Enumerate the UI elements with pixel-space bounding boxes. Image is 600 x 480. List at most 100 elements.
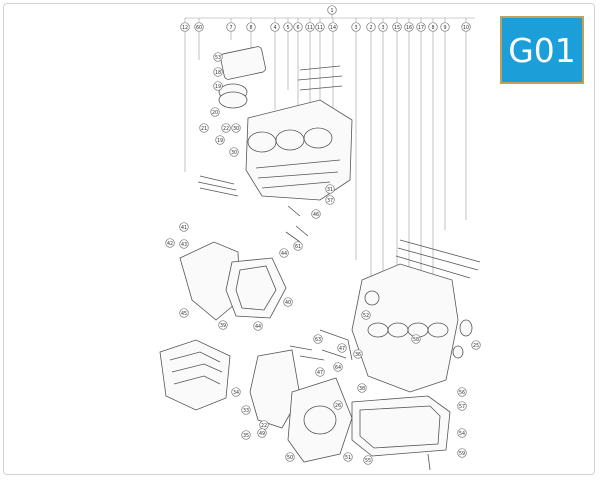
header-callout-16-ring: [428, 22, 438, 32]
part-callout-32-ring: [343, 452, 353, 462]
header-callout-6: 6: [293, 22, 303, 32]
part-callout-35-label: 57: [459, 404, 465, 410]
part-callout-14-ring: [179, 239, 189, 249]
header-callout-3-ring: [246, 22, 256, 32]
part-callout-31-ring: [285, 452, 295, 462]
part-callout-38-ring: [333, 362, 343, 372]
part-callout-19-ring: [293, 241, 303, 251]
header-callout-2-label: 7: [229, 25, 232, 31]
engine-subassembly: [159, 339, 231, 411]
part-callout-30-label: 49: [259, 431, 265, 437]
part-callout-25-label: 47: [317, 370, 323, 376]
part-callout-4-label: 21: [201, 126, 207, 132]
header-callout-9-ring: [328, 22, 338, 32]
part-callout-7-label: 30: [231, 150, 237, 156]
header-callout-9: 14: [328, 22, 338, 32]
part-callout-11: 46: [311, 209, 321, 219]
part-callout-13-ring: [165, 238, 175, 248]
part-callout-42-label: 38: [359, 386, 365, 392]
cylinder-block-assembly: [197, 46, 353, 201]
part-callout-12: 41: [179, 222, 189, 232]
header-callout-4-ring: [270, 22, 280, 32]
header-callout-8-label: 11: [317, 25, 323, 31]
header-callout-2: 7: [226, 22, 236, 32]
part-callout-0-ring: [213, 52, 223, 62]
header-callout-4: 4: [270, 22, 280, 32]
part-callout-5-ring: [221, 123, 231, 133]
header-callout-18-label: 10: [463, 25, 469, 31]
header-callout-4-label: 4: [273, 25, 276, 31]
header-callout-12-ring: [378, 22, 388, 32]
part-callout-35: 57: [457, 401, 467, 411]
part-callout-9-ring: [325, 184, 335, 194]
part-callout-29: 35: [241, 430, 251, 440]
header-callout-2-ring: [226, 22, 236, 32]
part-callout-39: 36: [353, 349, 363, 359]
part-callout-10: 37: [325, 195, 335, 205]
header-callout-12-label: 3: [381, 25, 384, 31]
header-callout-17: 9: [440, 22, 450, 32]
header-callout-16: 8: [428, 22, 438, 32]
part-callout-2-label: 19: [215, 84, 221, 90]
header-callout-13-label: 15: [394, 25, 400, 31]
header-callout-8-ring: [315, 22, 325, 32]
part-callout-1-label: 18: [215, 70, 221, 76]
part-callout-12-ring: [179, 222, 189, 232]
part-callout-7-ring: [229, 147, 239, 157]
part-callout-20-label: 63: [315, 337, 321, 343]
header-callout-15-ring: [416, 22, 426, 32]
header-callout-0-ring: [180, 22, 190, 32]
header-callout-1-label: 60: [196, 25, 202, 31]
part-callout-1: 18: [213, 67, 223, 77]
header-callout-14: 16: [404, 22, 414, 32]
callout-top-ring: 1: [327, 5, 337, 15]
header-callout-7-label: 11: [307, 25, 313, 31]
part-callout-26-label: 26: [335, 403, 341, 409]
header-callout-1: 60: [194, 22, 204, 32]
section-badge: G01: [500, 16, 584, 84]
header-callout-17-ring: [440, 22, 450, 32]
part-callout-8-label: 30: [233, 126, 239, 132]
part-callout-38-label: 64: [335, 365, 341, 371]
part-callout-17-ring: [218, 320, 228, 330]
header-callout-13: 15: [392, 22, 402, 32]
part-callout-11-label: 46: [313, 212, 319, 218]
part-callout-31: 50: [285, 452, 295, 462]
part-callout-13-label: 42: [167, 241, 173, 247]
part-callout-21-ring: [361, 310, 371, 320]
part-callout-6-ring: [215, 135, 225, 145]
part-callout-6: 19: [215, 135, 225, 145]
part-callout-25: 47: [315, 367, 325, 377]
part-callout-28: 33: [241, 405, 251, 415]
part-callout-22-ring: [471, 340, 481, 350]
part-callout-33-ring: [363, 455, 373, 465]
part-callout-4-ring: [199, 123, 209, 133]
part-callout-41: 40: [283, 297, 293, 307]
header-callout-15-label: 17: [418, 25, 424, 31]
header-callout-13-ring: [392, 22, 402, 32]
header-callout-0: 12: [180, 22, 190, 32]
header-callout-11-label: 2: [369, 25, 372, 31]
header-callout-9-label: 14: [330, 25, 336, 31]
header-callout-8: 11: [315, 22, 325, 32]
part-callout-13: 42: [165, 238, 175, 248]
part-callout-35-ring: [457, 401, 467, 411]
part-callout-22: 25: [471, 340, 481, 350]
part-callout-38: 64: [333, 362, 343, 372]
part-callout-3: 20: [210, 107, 220, 117]
part-callout-23-label: 58: [413, 337, 419, 343]
part-callout-14-label: 43: [181, 242, 187, 248]
part-callout-37-label: 59: [459, 451, 465, 457]
part-callout-23: 58: [411, 334, 421, 344]
callout-top-ring-label: 1: [330, 8, 333, 14]
header-callout-6-ring: [293, 22, 303, 32]
part-callout-34-label: 56: [459, 390, 465, 396]
part-callout-28-ring: [241, 405, 251, 415]
part-callout-15-label: 44: [281, 251, 287, 257]
part-callout-2: 19: [213, 81, 223, 91]
part-callout-7: 30: [229, 147, 239, 157]
header-callout-10-label: 3: [354, 25, 357, 31]
